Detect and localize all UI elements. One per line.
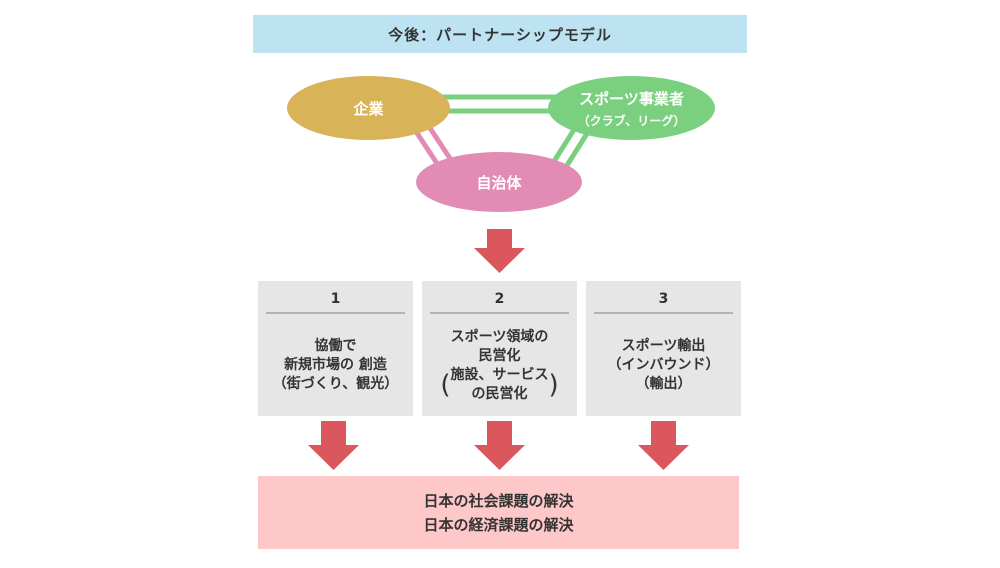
diagram-title: 今後：パートナーシップモデル [253, 15, 747, 53]
link-company-sports [440, 94, 560, 114]
entity-sports-business: スポーツ事業者 （クラブ、リーグ） [548, 76, 715, 140]
result-line-1: 日本の社会課題の解決 [423, 491, 574, 510]
column-2-body: スポーツ領域の 民営化 ( 施設、サービス の民営化 ) [424, 323, 575, 408]
arrow-down-col2 [474, 421, 525, 470]
outcome-column-2: 2 スポーツ領域の 民営化 ( 施設、サービス の民営化 ) [422, 281, 577, 416]
close-paren: ) [548, 369, 559, 400]
entity-sports-business-label: スポーツ事業者 [579, 89, 684, 108]
entity-sports-business-sublabel: （クラブ、リーグ） [577, 113, 686, 128]
arrow-down-main [474, 229, 525, 273]
column-1-line-2: 新規市場の 創造 [284, 357, 387, 373]
entity-local-government: 自治体 [416, 152, 582, 212]
column-1-body: 協働で 新規市場の 創造 （街づくり、観光） [260, 323, 411, 408]
column-3-line-1: スポーツ輸出 [621, 338, 706, 354]
result-box: 日本の社会課題の解決 日本の経済課題の解決 [258, 476, 739, 549]
outcome-column-1: 1 協働で 新規市場の 創造 （街づくり、観光） [258, 281, 413, 416]
arrow-down-col3 [638, 421, 689, 470]
column-2-number: 2 [494, 291, 505, 307]
column-1-line-1: 協働で [314, 338, 357, 354]
column-1-line-3: （街づくり、観光） [272, 376, 399, 392]
column-2-line-2: 民営化 [478, 347, 521, 364]
column-3-line-2: （インバウンド） [607, 357, 720, 373]
column-3-divider [594, 312, 733, 314]
column-2-paren-line-1: 施設、サービス [450, 366, 549, 383]
column-2-divider [430, 312, 569, 314]
column-3-body: スポーツ輸出 （インバウンド） （輸出） [588, 323, 739, 408]
column-2-line-1: スポーツ領域の [450, 328, 549, 345]
entity-local-government-label: 自治体 [476, 173, 522, 192]
column-1-number: 1 [330, 291, 341, 307]
link-sports-local [550, 126, 591, 169]
diagram-title-text: 今後：パートナーシップモデル [388, 25, 612, 44]
entity-company: 企業 [287, 76, 450, 140]
result-line-2: 日本の経済課題の解決 [423, 515, 574, 534]
outcome-column-3: 3 スポーツ輸出 （インバウンド） （輸出） [586, 281, 741, 416]
column-3-line-3: （輸出） [635, 376, 692, 392]
open-paren: ( [440, 369, 451, 400]
column-2-paren-block: ( 施設、サービス の民営化 ) [440, 366, 558, 404]
column-2-paren-line-2: の民営化 [471, 385, 528, 402]
arrow-down-col1 [308, 421, 359, 470]
column-1-divider [266, 312, 405, 314]
entity-company-label: 企業 [353, 99, 384, 118]
link-company-local [412, 123, 454, 167]
column-3-number: 3 [658, 291, 669, 307]
